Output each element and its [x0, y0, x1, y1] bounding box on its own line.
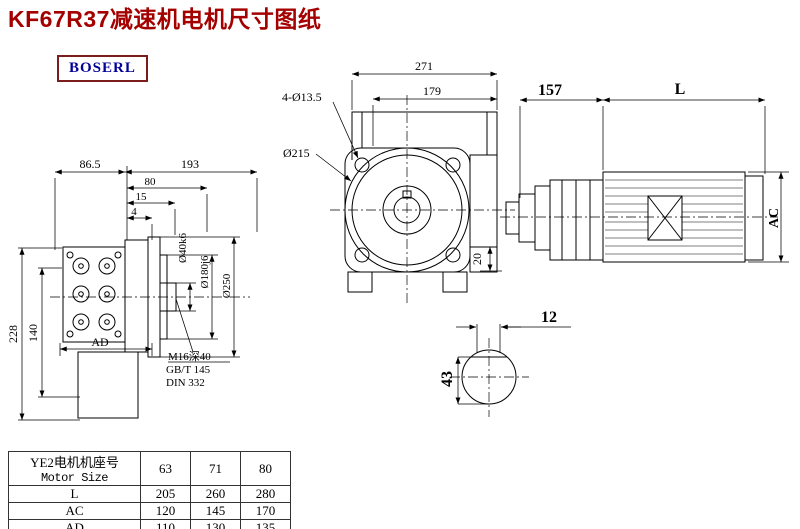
foot — [442, 271, 468, 293]
dim-12: 12 — [541, 309, 557, 326]
shaft-section-labels: 12 43 — [439, 309, 557, 387]
dim-228: 228 — [6, 325, 20, 343]
bolt-hole — [98, 257, 116, 275]
front-view-labels: 271 179 4-Ø13.5 Ø215 20 — [282, 59, 484, 265]
table-row: L 205 260 280 — [8, 485, 291, 503]
dim-L: L — [675, 81, 686, 98]
table-col-63: 63 — [140, 451, 191, 486]
thread-leader — [175, 298, 194, 353]
bolt-hole — [98, 313, 116, 331]
dim-ad: AD — [91, 335, 109, 349]
label-bolt-holes: 4-Ø13.5 — [282, 90, 322, 104]
table-header-line1: YE2电机机座号 — [30, 455, 119, 470]
front-view-dimensions — [315, 71, 502, 272]
cell-AD-71: 130 — [190, 519, 241, 529]
side-view — [50, 236, 250, 419]
flange-hole — [354, 247, 370, 263]
input-step — [534, 185, 551, 251]
side-view-dimensions — [18, 166, 258, 421]
bolt-hole — [72, 257, 90, 275]
page-title: KF67R37减速机电机尺寸图纸 — [8, 6, 322, 32]
cell-L-80: 280 — [240, 485, 291, 503]
circle-leader — [315, 153, 352, 182]
table-row: AC 120 145 170 — [8, 502, 291, 520]
dim-80: 80 — [145, 176, 157, 188]
table-row: AD 110 130 135 — [8, 519, 291, 529]
cell-AD-80: 135 — [240, 519, 291, 529]
front-view — [330, 95, 515, 305]
dim-140: 140 — [26, 324, 40, 342]
motor-size-table: YE2电机机座号 Motor Size 63 71 80 L 205 260 2… — [8, 451, 291, 529]
dim-4: 4 — [131, 206, 137, 218]
dim-157: 157 — [538, 82, 562, 99]
dim-AC: AC — [767, 208, 782, 228]
input-step — [505, 201, 520, 235]
note-gbt: GB/T 145 — [166, 364, 211, 376]
dim-193: 193 — [181, 157, 199, 171]
brand-logo: BOSERL — [57, 55, 148, 82]
row-label-AD: AD — [8, 519, 141, 529]
flange-hole — [354, 157, 370, 173]
label-circle-215: Ø215 — [283, 146, 310, 160]
dim-15: 15 — [136, 191, 148, 203]
foot — [347, 271, 373, 293]
shaft-section-dimensions — [455, 324, 571, 405]
row-label-AC: AC — [8, 502, 141, 520]
shaft-section-view — [450, 338, 529, 417]
dim-43: 43 — [439, 371, 456, 387]
side-view-labels: 86.5 193 80 15 4 228 140 AD Ø40k6 Ø180j6… — [6, 157, 233, 389]
cell-AC-63: 120 — [140, 502, 191, 520]
cell-AC-80: 170 — [240, 502, 291, 520]
dim-20: 20 — [470, 253, 484, 265]
flange-hole — [445, 157, 461, 173]
gearbox-bolt-face — [62, 246, 126, 343]
table-header-row: YE2电机机座号 Motor Size 63 71 80 — [8, 451, 291, 486]
label-shaft-dia: Ø40k6 — [177, 233, 189, 263]
flange-hole — [445, 247, 461, 263]
bolt-hole — [98, 285, 116, 303]
fan-cover — [744, 175, 764, 261]
dim-179: 179 — [423, 84, 441, 98]
input-step — [518, 193, 536, 243]
label-spigot-dia: Ø180j6 — [199, 255, 211, 289]
dim-86-5: 86.5 — [80, 157, 101, 171]
motor-view-dimensions — [519, 97, 789, 263]
dim-271: 271 — [415, 59, 433, 73]
table-col-71: 71 — [190, 451, 241, 486]
corner-hole — [114, 251, 122, 259]
corner-hole — [66, 251, 74, 259]
corner-hole — [114, 330, 122, 338]
bolt-hole — [72, 313, 90, 331]
holes-leader — [332, 101, 359, 159]
table-header-line2: Motor Size — [40, 471, 109, 485]
note-thread: M16深40 — [168, 350, 211, 363]
table-col-80: 80 — [240, 451, 291, 486]
motor-view — [500, 171, 778, 263]
table-header-motor-size: YE2电机机座号 Motor Size — [8, 451, 141, 486]
cell-L-71: 260 — [190, 485, 241, 503]
housing-step — [124, 239, 149, 353]
side-panel — [469, 154, 498, 273]
housing-lower — [77, 351, 139, 419]
bolt-hole — [72, 285, 90, 303]
label-flange-dia: Ø250 — [221, 273, 233, 298]
row-label-L: L — [8, 485, 141, 503]
cell-L-63: 205 — [140, 485, 191, 503]
cell-AC-71: 145 — [190, 502, 241, 520]
motor-view-labels: 157 L AC — [538, 81, 782, 228]
corner-hole — [66, 330, 74, 338]
housing-top — [351, 111, 498, 160]
note-din: DIN 332 — [166, 377, 205, 389]
cell-AD-63: 110 — [140, 519, 191, 529]
